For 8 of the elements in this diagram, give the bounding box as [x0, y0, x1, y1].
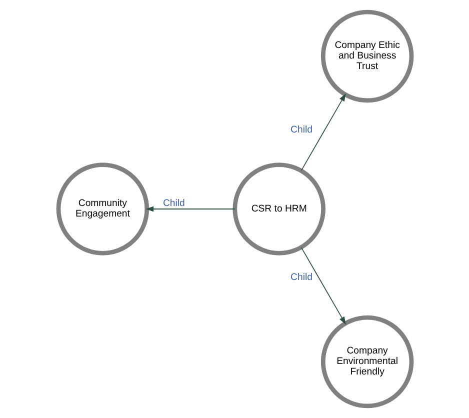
arrow — [145, 206, 235, 212]
edge-label: Child — [290, 124, 312, 136]
node-circle: CSR to HRM — [232, 162, 325, 256]
edge-label: Child — [162, 198, 184, 210]
arrow — [300, 247, 346, 325]
node-circle: Community Engagement — [56, 162, 149, 256]
arrow — [300, 93, 346, 171]
edge-label: Child — [290, 272, 312, 283]
